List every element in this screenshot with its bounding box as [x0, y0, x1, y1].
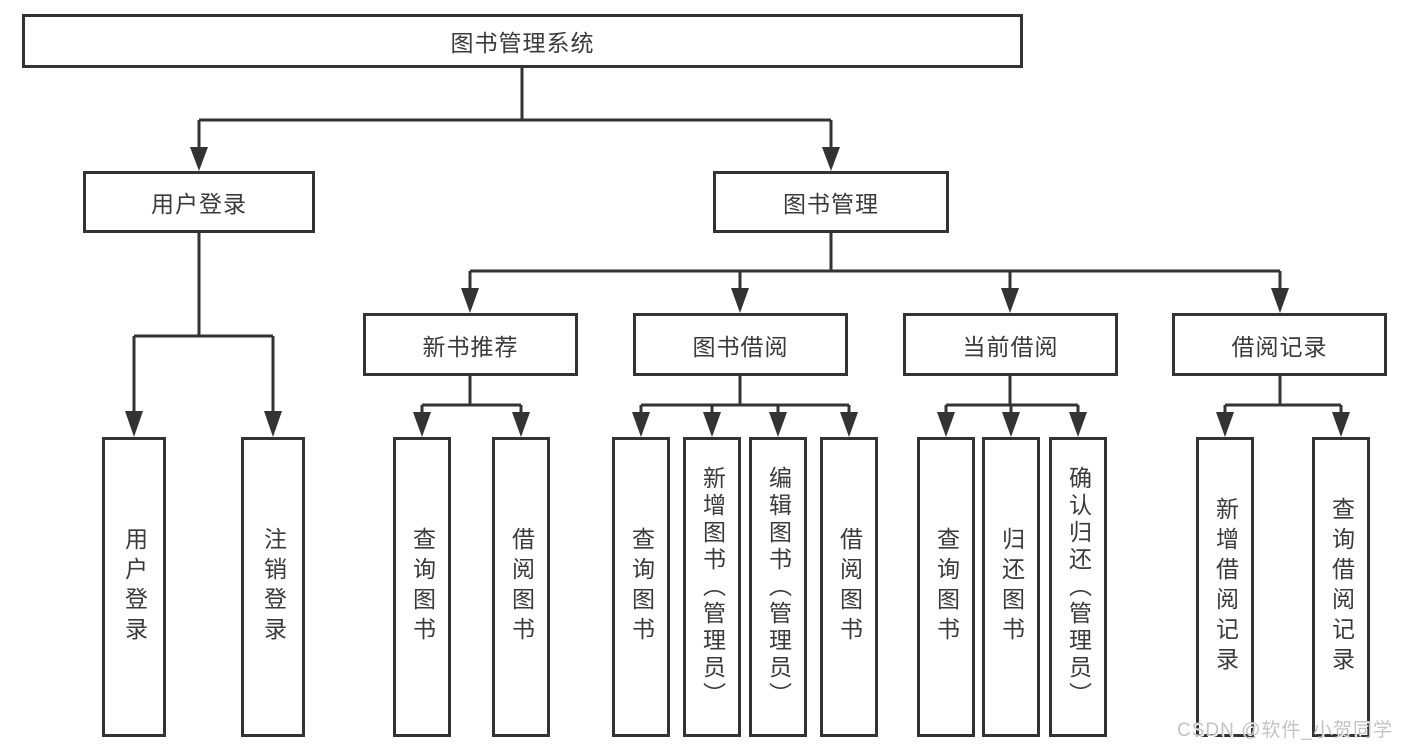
node-current-borrowing: 当前借阅	[903, 313, 1118, 376]
leaf-confirm-return-admin: 确认归还（管理员）	[1049, 437, 1107, 737]
leaf-add-books-admin: 新增图书（管理员）	[683, 437, 741, 737]
leaf-borrow-books-label: 借阅图书	[836, 527, 863, 647]
node-root-label: 图书管理系统	[450, 30, 595, 56]
leaf-borrow-query-books-label: 查询图书	[628, 527, 655, 647]
leaf-add-books-admin-label: 新增图书（管理员）	[699, 465, 726, 709]
leaf-logout-label: 注销登录	[260, 527, 287, 647]
connector-borrow-records-to-leaves	[1223, 376, 1343, 414]
leaf-current-query-books: 查询图书	[917, 437, 975, 737]
arrowheads-root-to-level2	[190, 147, 840, 171]
leaf-borrow-books: 借阅图书	[820, 437, 878, 737]
leaf-query-borrow-record-label: 查询借阅记录	[1328, 497, 1355, 677]
node-book-management: 图书管理	[713, 171, 949, 233]
node-user-login-label: 用户登录	[151, 191, 247, 217]
arrowheads-borrow-records-leaves	[1216, 412, 1350, 437]
leaf-current-query-books-label: 查询图书	[933, 527, 960, 647]
connector-root-to-level2	[197, 68, 833, 150]
csdn-watermark: CSDN @软件_小贺同学	[1177, 720, 1393, 741]
node-book-management-label: 图书管理	[783, 191, 879, 217]
leaf-new-books-borrow-books-label: 借阅图书	[508, 527, 535, 647]
arrowheads-user-login-leaves	[125, 411, 282, 437]
leaf-new-books-borrow-books: 借阅图书	[492, 437, 550, 737]
leaf-add-borrow-record: 新增借阅记录	[1196, 437, 1254, 737]
leaf-return-books-label: 归还图书	[998, 527, 1025, 647]
node-borrow-records-label: 借阅记录	[1231, 333, 1328, 360]
leaf-new-books-query-books-label: 查询图书	[409, 527, 436, 647]
arrowheads-book-borrow-leaves	[632, 412, 858, 437]
leaf-confirm-return-admin-label: 确认归还（管理员）	[1065, 465, 1092, 709]
leaf-add-borrow-record-label: 新增借阅记录	[1212, 497, 1239, 677]
leaf-edit-books-admin-label: 编辑图书（管理员）	[765, 465, 792, 709]
node-user-login: 用户登录	[83, 171, 315, 233]
arrowheads-current-borrow-leaves	[937, 412, 1087, 437]
arrowheads-book-mgmt-level3	[461, 288, 1289, 313]
leaf-borrow-query-books: 查询图书	[612, 437, 670, 737]
node-current-borrowing-label: 当前借阅	[962, 333, 1059, 360]
node-book-borrowing-label: 图书借阅	[692, 333, 789, 360]
leaf-return-books: 归还图书	[982, 437, 1040, 737]
node-book-borrowing: 图书借阅	[633, 313, 848, 376]
connector-book-borrow-to-leaves	[639, 376, 851, 414]
leaf-user-login: 用户登录	[102, 437, 166, 737]
leaf-new-books-query-books: 查询图书	[393, 437, 451, 737]
leaf-edit-books-admin: 编辑图书（管理员）	[749, 437, 807, 737]
connector-new-books-to-leaves	[420, 376, 523, 414]
node-new-book-recommend-label: 新书推荐	[422, 333, 519, 360]
node-new-book-recommend: 新书推荐	[363, 313, 578, 376]
leaf-logout: 注销登录	[241, 437, 305, 737]
node-root-library-management-system: 图书管理系统	[22, 14, 1023, 68]
connector-user-login-to-leaves	[132, 233, 275, 413]
arrowheads-new-books-leaves	[413, 412, 530, 437]
leaf-user-login-label: 用户登录	[121, 527, 148, 647]
connector-book-mgmt-to-level3	[468, 233, 1282, 291]
leaf-query-borrow-record: 查询借阅记录	[1312, 437, 1370, 737]
connector-current-borrow-to-leaves	[944, 376, 1080, 414]
node-borrow-records: 借阅记录	[1172, 313, 1387, 376]
